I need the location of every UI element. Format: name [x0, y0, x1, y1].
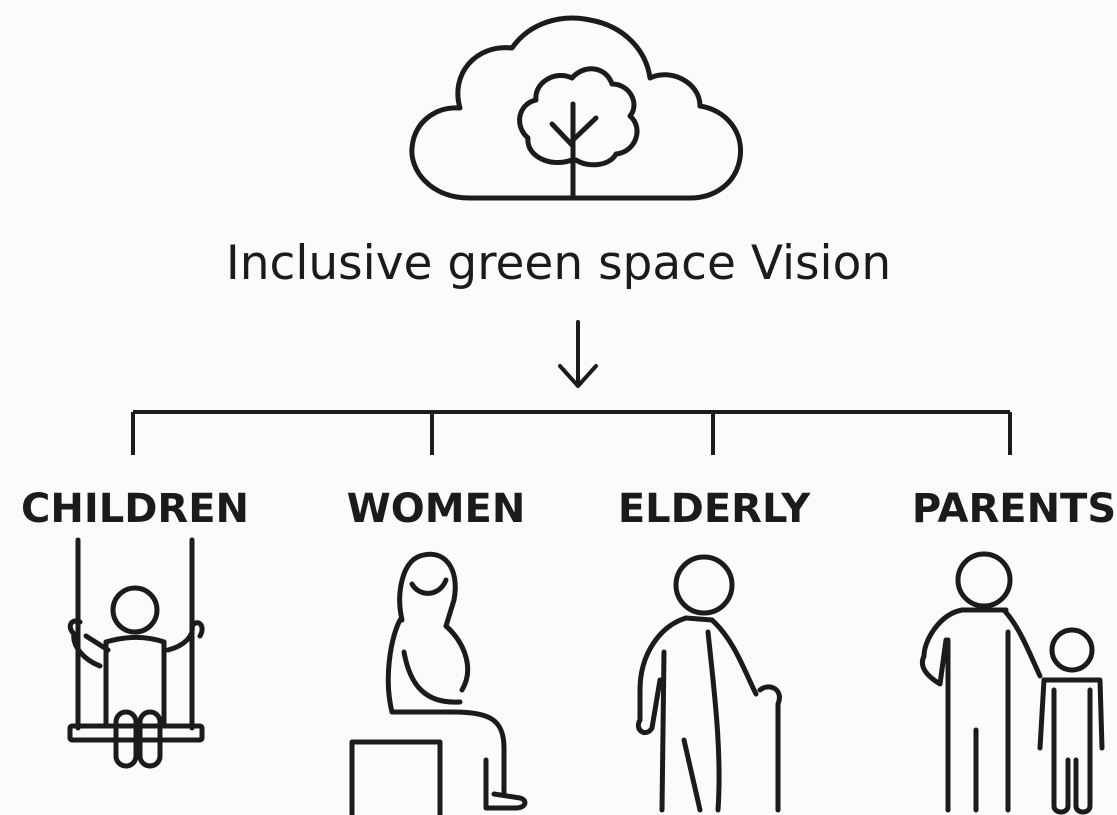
- group-label-parents: PARENTS: [911, 486, 1117, 532]
- group-label-women: WOMEN: [346, 486, 526, 532]
- group-label-children: CHILDREN: [20, 486, 249, 532]
- group-label-elderly: ELDERLY: [617, 486, 811, 532]
- parent-with-child-icon: [920, 551, 1105, 815]
- cloud-tree-icon: [409, 15, 744, 201]
- child-on-swing-icon: [67, 537, 205, 769]
- down-arrow-icon: [558, 320, 598, 388]
- seated-woman-icon: [349, 551, 528, 815]
- diagram-title: Inclusive green space Vision: [225, 236, 892, 291]
- elderly-with-cane-icon: [636, 554, 782, 813]
- connector-bracket: [131, 410, 1012, 455]
